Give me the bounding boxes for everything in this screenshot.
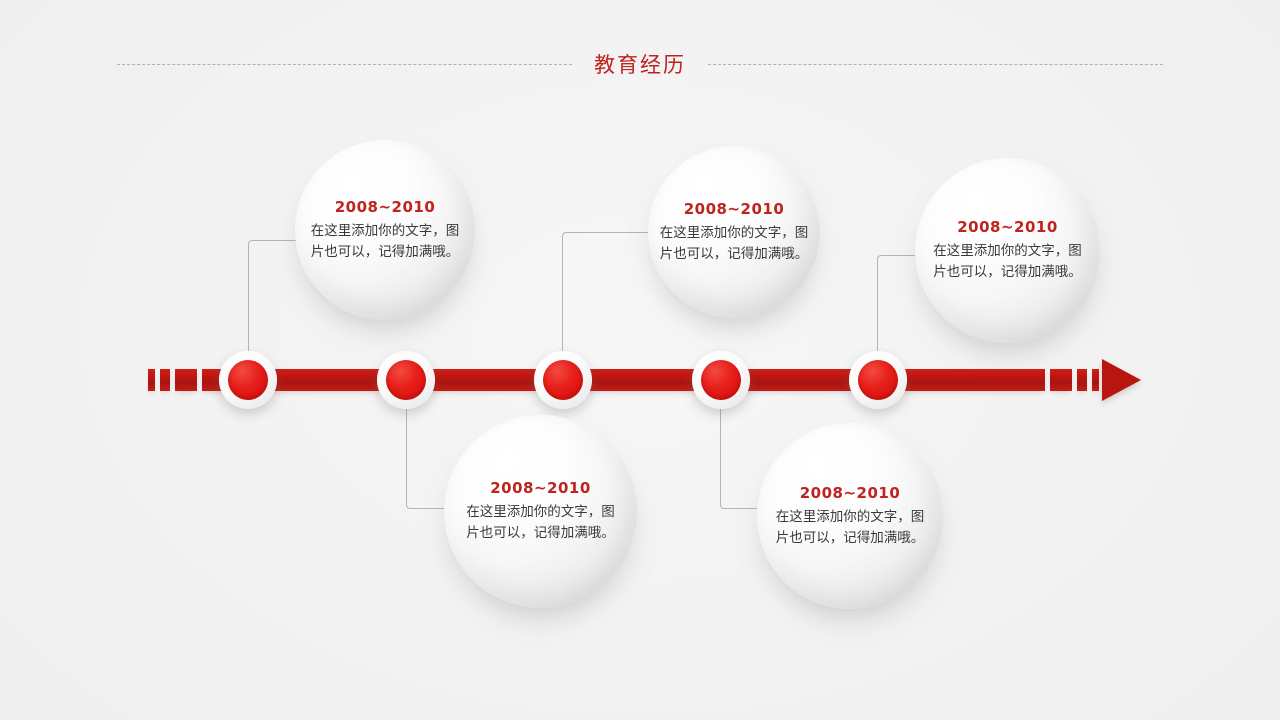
entry-year: 2008~2010 [490, 479, 591, 498]
timeline-bar [0, 359, 1280, 401]
entry-year: 2008~2010 [683, 199, 785, 218]
timeline-node-5[interactable] [849, 351, 907, 409]
node-dot-icon [543, 360, 583, 400]
timeline-arrow-icon [1102, 359, 1141, 401]
node-dot-icon [858, 360, 898, 400]
timeline-node-3[interactable] [534, 351, 592, 409]
timeline-dash-2 [160, 369, 170, 391]
entry-description: 在这里添加你的文字，图片也可以，记得加满哦。 [659, 224, 809, 262]
node-dot-icon [386, 360, 426, 400]
timeline-bar-main [245, 369, 1045, 391]
node-dot-icon [228, 360, 268, 400]
timeline-node-1[interactable] [219, 351, 277, 409]
entry-sphere-1[interactable]: 2008~2010 在这里添加你的文字，图片也可以，记得加满哦。 [295, 140, 475, 320]
entry-year: 2008~2010 [799, 483, 901, 502]
connector-3 [562, 232, 651, 369]
timeline-dash-5 [1050, 369, 1072, 391]
entry-sphere-2[interactable]: 2008~2010 在这里添加你的文字，图片也可以，记得加满哦。 [444, 415, 637, 608]
entry-description: 在这里添加你的文字，图片也可以，记得加满哦。 [933, 243, 1082, 280]
header-rule-right [708, 63, 1163, 65]
timeline-dash-6 [1077, 369, 1087, 391]
timeline-dash-1 [148, 369, 155, 391]
entry-sphere-4[interactable]: 2008~2010 在这里添加你的文字，图片也可以，记得加满哦。 [757, 423, 943, 609]
timeline-node-2[interactable] [377, 351, 435, 409]
entry-year: 2008~2010 [957, 218, 1058, 237]
entry-description: 在这里添加你的文字，图片也可以，记得加满哦。 [775, 508, 925, 546]
timeline-dash-4 [202, 369, 245, 391]
entry-sphere-3[interactable]: 2008~2010 在这里添加你的文字，图片也可以，记得加满哦。 [648, 146, 820, 318]
entry-description: 在这里添加你的文字，图片也可以，记得加满哦。 [466, 504, 615, 541]
entry-description: 在这里添加你的文字，图片也可以，记得加满哦。 [310, 222, 460, 260]
timeline-dash-3 [175, 369, 197, 391]
entry-year: 2008~2010 [334, 197, 436, 216]
node-dot-icon [701, 360, 741, 400]
timeline-node-4[interactable] [692, 351, 750, 409]
timeline-dash-7 [1092, 369, 1099, 391]
slide-header: 教育经历 [0, 42, 1280, 86]
header-rule-left [117, 63, 572, 65]
page-title: 教育经历 [594, 53, 686, 77]
entry-sphere-5[interactable]: 2008~2010 在这里添加你的文字，图片也可以，记得加满哦。 [915, 158, 1100, 343]
